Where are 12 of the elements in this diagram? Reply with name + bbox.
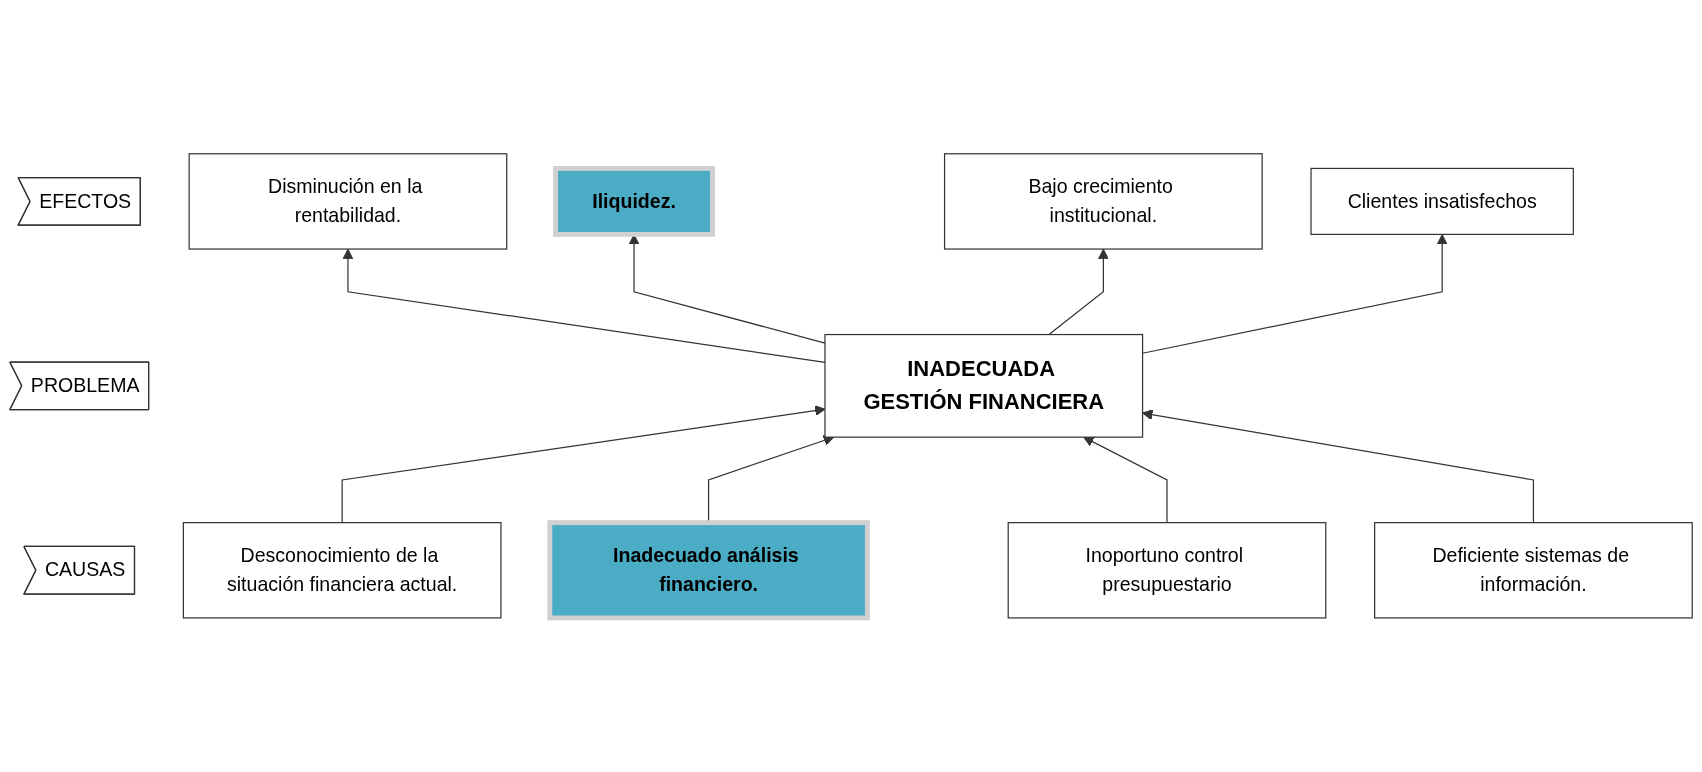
node-box: Inoportuno control presupuestario <box>1007 522 1327 619</box>
node-box: Deficiente sistemas de información. <box>1374 522 1693 619</box>
node-box: Inadecuado análisis financiero. <box>547 520 870 621</box>
node-box: Bajo crecimiento institucional. <box>943 153 1263 250</box>
node-box: Desconocimiento de la situación financiera actual. <box>182 522 502 619</box>
arrow <box>1048 248 1109 336</box>
node-box: Iliquidez. <box>553 166 715 237</box>
node-box: Clientes insatisfechos <box>1310 167 1574 236</box>
arrow <box>1083 436 1168 524</box>
arrow <box>1142 409 1535 524</box>
node-box: Disminución en la rentabilidad. <box>188 153 508 250</box>
node-box: INADECUADA GESTIÓN FINANCIERA <box>824 334 1144 438</box>
